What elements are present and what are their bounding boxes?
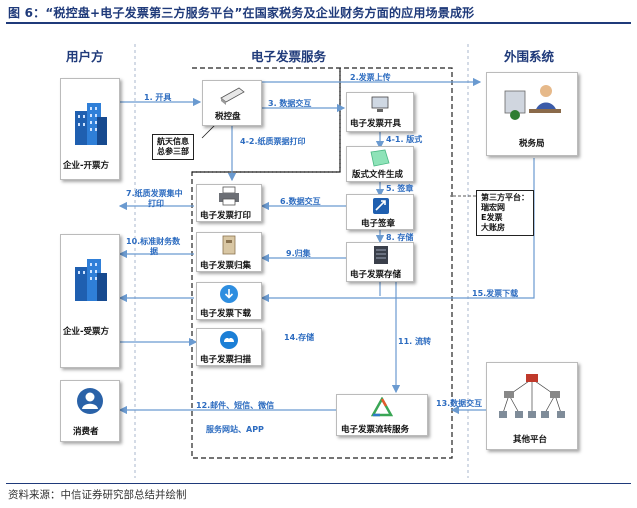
circulation-box: 电子发票流转服务 xyxy=(336,394,428,436)
signature-stamp-icon xyxy=(373,198,389,214)
flow-label-4-1: 4-1. 版式 xyxy=(386,135,423,144)
other-platform-box: 其他平台 xyxy=(486,362,578,450)
title-rule xyxy=(6,22,631,24)
server-icon xyxy=(374,246,388,264)
tax-control-label: 税控盘 xyxy=(215,112,241,122)
e-archive-box: 电子发票归集 xyxy=(196,232,262,272)
enterprise-receiver-box: 企业-受票方 xyxy=(60,234,120,368)
third-party-note-line4: 大账房 xyxy=(481,223,505,232)
flow-label-14: 14.存储 xyxy=(284,333,315,342)
office-building-icon xyxy=(75,259,107,301)
tax-control-box: 税控盘 xyxy=(202,80,262,126)
flow-label-7b: 打印 xyxy=(148,199,164,208)
office-building-icon xyxy=(75,103,107,145)
archive-box-icon xyxy=(222,235,236,255)
flow-label-12b: 服务网站、APP xyxy=(206,425,264,434)
e-print-box: 电子发票打印 xyxy=(196,184,262,222)
inner-service-frame xyxy=(192,68,341,173)
e-signature-box: 电子签章 xyxy=(346,194,414,230)
layout-file-box: 版式文件生成 xyxy=(346,146,414,182)
cloud-download-icon xyxy=(220,285,238,303)
flow-label-4-2: 4-2.纸质票据打印 xyxy=(240,137,306,146)
flow-label-15: 15.发票下载 xyxy=(472,289,519,298)
e-scan-label: 电子发票扫描 xyxy=(200,355,252,365)
enterprise-receiver-label: 企业-受票方 xyxy=(63,327,110,337)
invoice-issue-label: 电子发票开具 xyxy=(350,119,402,129)
third-party-note-line2: 瑞宏网 xyxy=(481,203,505,212)
enterprise-issuer-label: 企业-开票方 xyxy=(63,161,110,171)
printer-icon xyxy=(219,186,239,206)
column-header-external: 外围系统 xyxy=(504,49,555,64)
office-worker-icon xyxy=(504,85,561,120)
source-rule xyxy=(6,483,631,484)
layout-file-label: 版式文件生成 xyxy=(352,170,404,180)
figure-title: 图 6：“税控盘+电子发票第三方服务平台”在国家税务及企业财务方面的应用场景成形 xyxy=(8,6,475,20)
column-header-service: 电子发票服务 xyxy=(251,49,327,64)
hangtian-note-line1: 航天信息 xyxy=(157,137,189,146)
invoice-issue-box: 电子发票开具 xyxy=(346,92,414,132)
third-party-note: 第三方平台： 瑞宏网 E发票 大账房 xyxy=(476,190,534,236)
document-icon xyxy=(370,149,390,167)
network-topology-icon xyxy=(499,374,565,418)
e-storage-label: 电子发票存储 xyxy=(350,270,402,280)
hangtian-note-line2: 总参三部 xyxy=(157,147,189,156)
source-note: 资料来源：中信证券研究部总结并绘制 xyxy=(8,489,187,501)
e-download-label: 电子发票下载 xyxy=(200,309,252,319)
e-storage-box: 电子发票存储 xyxy=(346,242,414,282)
flow-label-11: 11. 流转 xyxy=(398,337,431,346)
flow-label-5: 5. 签章 xyxy=(386,184,414,193)
tax-bureau-box: 税务局 xyxy=(486,72,578,156)
hangtian-note: 航天信息 总参三部 xyxy=(152,134,194,160)
flow-label-10a: 10.标准财务数 xyxy=(126,237,181,246)
flow-label-9: 9.归集 xyxy=(286,249,311,258)
circulation-label: 电子发票流转服务 xyxy=(341,425,410,435)
e-scan-box: 电子发票扫描 xyxy=(196,328,262,366)
flow-label-6: 6.数据交互 xyxy=(280,197,321,206)
tax-bureau-label: 税务局 xyxy=(519,139,545,149)
flow-label-13: 13.数据交互 xyxy=(436,399,483,408)
arrow-15 xyxy=(260,158,535,303)
flow-label-2: 2.发票上传 xyxy=(350,73,391,82)
recycle-triangle-icon xyxy=(371,397,393,417)
consumer-label: 消费者 xyxy=(73,427,99,437)
scanner-device-icon xyxy=(220,87,245,105)
e-signature-label: 电子签章 xyxy=(361,219,396,229)
e-download-box: 电子发票下载 xyxy=(196,282,262,320)
column-header-user: 用户方 xyxy=(66,49,104,64)
flow-label-3: 3. 数据交互 xyxy=(268,99,312,108)
e-archive-label: 电子发票归集 xyxy=(200,261,252,271)
other-platform-label: 其他平台 xyxy=(513,435,548,445)
third-party-note-line3: E发票 xyxy=(481,213,503,222)
person-icon xyxy=(77,388,103,414)
third-party-note-line1: 第三方平台： xyxy=(481,193,529,202)
flow-label-8: 8. 存储 xyxy=(386,233,414,242)
flow-label-1: 1. 开具 xyxy=(144,93,172,102)
enterprise-issuer-box: 企业-开票方 xyxy=(60,78,120,180)
flow-label-12a: 12.邮件、短信、微信 xyxy=(196,401,275,410)
flow-label-10b: 据 xyxy=(150,247,158,256)
desktop-computer-icon xyxy=(371,96,389,112)
flow-label-7a: 7.纸质发票集中 xyxy=(126,189,183,198)
cloud-scan-icon xyxy=(220,331,238,349)
consumer-box: 消费者 xyxy=(60,380,120,442)
e-print-label: 电子发票打印 xyxy=(200,211,252,221)
